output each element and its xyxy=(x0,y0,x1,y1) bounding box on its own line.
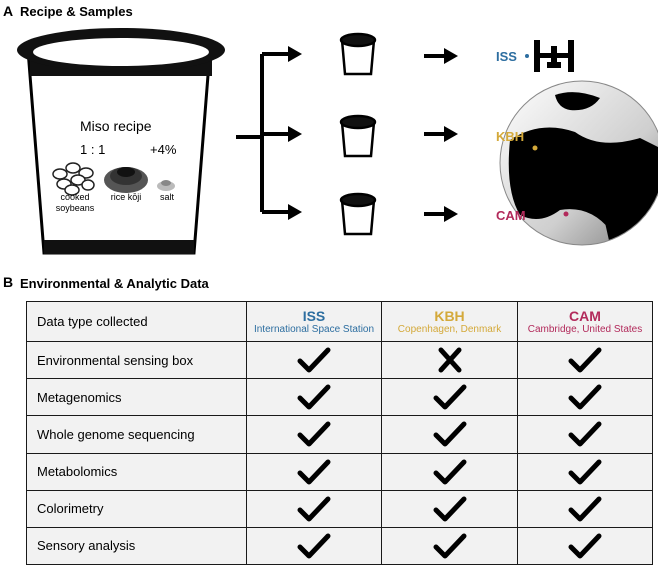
checkmark-icon xyxy=(297,421,331,447)
small-container-iss xyxy=(339,32,377,76)
header-iss-name: International Space Station xyxy=(253,323,375,335)
table-row: Colorimetry xyxy=(26,489,653,528)
row-label: Metabolomics xyxy=(26,452,247,491)
cell-kbh xyxy=(381,378,518,417)
checkmark-icon xyxy=(297,459,331,485)
row-label: Environmental sensing box xyxy=(26,341,247,380)
large-container xyxy=(17,28,225,255)
cell-iss xyxy=(246,489,382,528)
header-kbh-name: Copenhagen, Denmark xyxy=(397,323,502,335)
site-label-kbh: KBH xyxy=(496,129,525,144)
checkmark-icon xyxy=(568,421,602,447)
recipe-salt-percent: +4% xyxy=(150,142,177,157)
cell-kbh xyxy=(381,415,518,454)
ingredient-koji-label: rice kōji xyxy=(110,192,142,202)
checkmark-icon xyxy=(297,384,331,410)
site-arrows xyxy=(424,54,446,216)
checkmark-icon xyxy=(568,384,602,410)
panel-a-letter: A xyxy=(3,3,14,19)
cell-iss xyxy=(246,341,382,380)
checkmark-icon xyxy=(568,496,602,522)
rice-koji-icon xyxy=(104,167,148,193)
cell-kbh xyxy=(381,489,518,528)
salt-icon xyxy=(157,180,175,191)
cell-kbh xyxy=(381,526,518,566)
header-cam-name: Cambridge, United States xyxy=(527,323,643,335)
table-row: Metagenomics xyxy=(26,378,653,417)
header-kbh: KBH Copenhagen, Denmark xyxy=(381,300,518,343)
checkmark-icon xyxy=(297,533,331,559)
cell-iss xyxy=(246,415,382,454)
table-row: Sensory analysis xyxy=(26,526,653,566)
cell-kbh xyxy=(381,452,518,491)
panel-a-title: Recipe & Samples xyxy=(20,4,133,19)
site-label-cam: CAM xyxy=(496,208,526,223)
miso-container-diagram xyxy=(17,28,658,255)
small-container-cam xyxy=(339,192,377,236)
checkmark-icon xyxy=(568,459,602,485)
cross-icon xyxy=(433,347,467,373)
checkmark-icon xyxy=(433,533,467,559)
table-row: Metabolomics xyxy=(26,452,653,491)
cell-cam xyxy=(517,452,653,491)
header-cam-code: CAM xyxy=(569,307,601,324)
panel-b-title: Environmental & Analytic Data xyxy=(20,276,209,291)
cell-cam xyxy=(517,341,653,380)
checkmark-icon xyxy=(433,496,467,522)
branch-arrows xyxy=(236,52,290,214)
site-label-iss: ISS xyxy=(496,49,517,64)
data-table: Data type collected ISS International Sp… xyxy=(26,300,653,566)
cell-cam xyxy=(517,526,653,566)
checkmark-icon xyxy=(433,384,467,410)
row-label: Colorimetry xyxy=(26,489,247,528)
checkmark-icon xyxy=(297,496,331,522)
ingredient-salt-label: salt xyxy=(159,192,174,202)
recipe-title: Miso recipe xyxy=(80,118,152,134)
cell-iss xyxy=(246,378,382,417)
row-label: Sensory analysis xyxy=(26,526,247,566)
header-data-type: Data type collected xyxy=(26,300,247,343)
checkmark-icon xyxy=(568,533,602,559)
cell-iss xyxy=(246,526,382,566)
cell-cam xyxy=(517,378,653,417)
row-label: Whole genome sequencing xyxy=(26,415,247,454)
header-cam: CAM Cambridge, United States xyxy=(517,300,653,343)
table-row: Environmental sensing box xyxy=(26,341,653,380)
checkmark-icon xyxy=(297,347,331,373)
checkmark-icon xyxy=(568,347,602,373)
cell-cam xyxy=(517,415,653,454)
checkmark-icon xyxy=(433,459,467,485)
header-iss-code: ISS xyxy=(302,307,326,324)
soybeans-icon xyxy=(52,162,95,196)
ingredient-soybeans-label: cooked soybeans xyxy=(55,192,95,213)
header-kbh-code: KBH xyxy=(434,307,465,324)
cell-cam xyxy=(517,489,653,528)
small-container-kbh xyxy=(339,114,377,158)
header-iss: ISS International Space Station xyxy=(246,300,382,343)
recipe-ratio: 1 : 1 xyxy=(80,142,106,157)
row-label: Metagenomics xyxy=(26,378,247,417)
checkmark-icon xyxy=(433,421,467,447)
table-header-row: Data type collected ISS International Sp… xyxy=(26,300,653,343)
cell-kbh xyxy=(381,341,518,380)
cell-iss xyxy=(246,452,382,491)
panel-b-letter: B xyxy=(3,274,14,290)
table-row: Whole genome sequencing xyxy=(26,415,653,454)
space-station-icon xyxy=(525,40,574,72)
